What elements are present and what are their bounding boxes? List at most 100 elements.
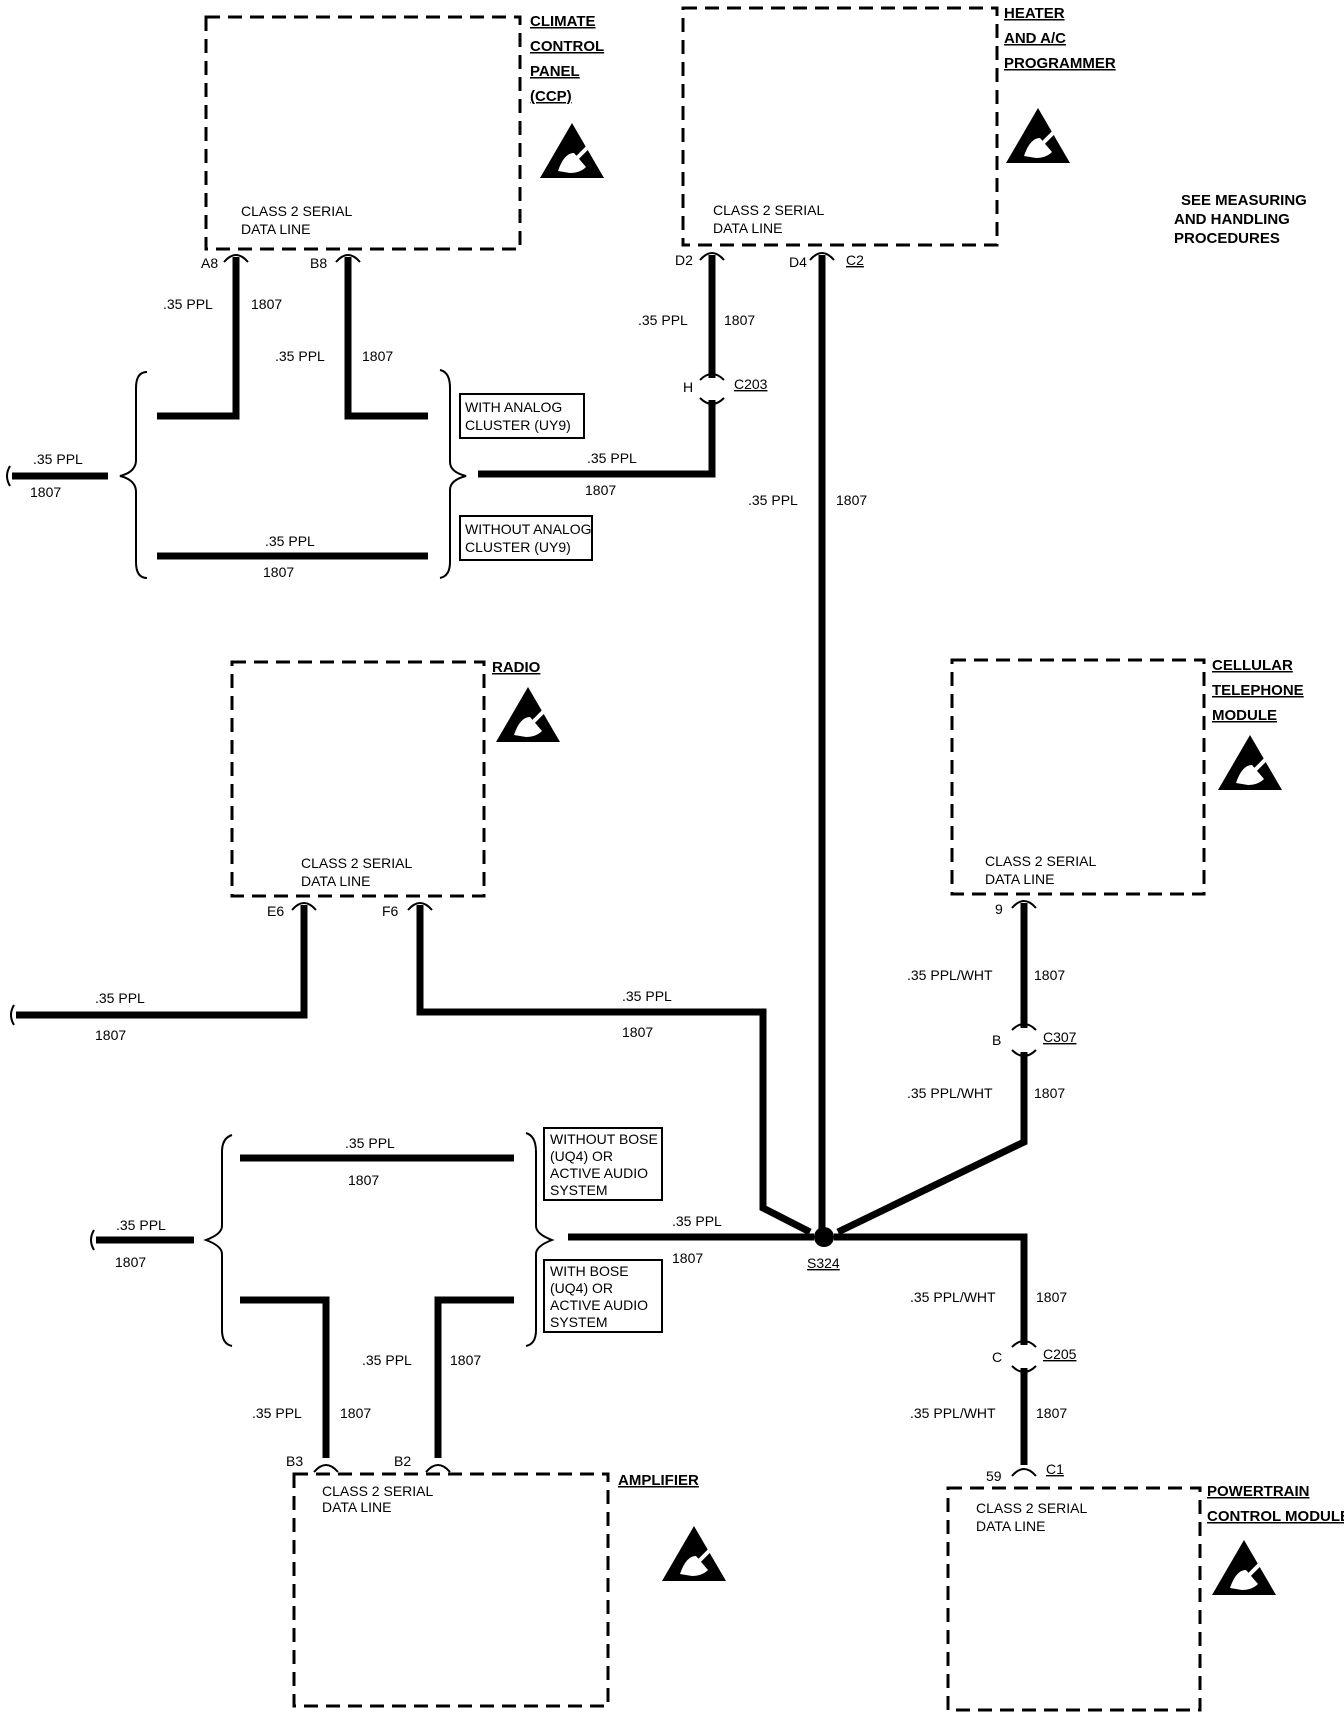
hvac-pin-d4: D4	[789, 254, 807, 270]
amp-pin-b2: B2	[394, 1453, 411, 1469]
option-text: (UQ4) OR	[550, 1148, 613, 1164]
pcm-terminal-59	[1011, 1468, 1037, 1477]
option-brace	[525, 1132, 555, 1347]
ccp-title-line-3: PANEL	[530, 63, 580, 80]
radio-terminal-e6	[291, 902, 317, 911]
wire-ccp-a8	[157, 257, 240, 420]
wire-amp-b3	[240, 1296, 330, 1458]
option-text: WITH ANALOG	[465, 399, 562, 415]
hvac-title-line-1: HEATER	[1004, 5, 1065, 22]
c307-label: C307	[1043, 1029, 1077, 1045]
wire-label: .35 PPL/WHT	[910, 1405, 996, 1421]
wire-label: .35 PPL	[622, 988, 672, 1004]
c203-terminal	[699, 397, 725, 405]
wire-hvac-d2-lower	[478, 400, 716, 478]
wire-circuit: 1807	[251, 296, 282, 312]
ccp-title-line-1: CLIMATE	[530, 13, 596, 30]
wire-circuit: 1807	[362, 348, 393, 364]
pcm-title-line-1: POWERTRAIN	[1207, 1483, 1310, 1500]
wire-circuit: 1807	[836, 492, 867, 508]
c205-terminal	[1011, 1365, 1037, 1373]
option-box-with-bose	[543, 1259, 663, 1333]
esd-warning-icon	[660, 1524, 728, 1583]
esd-warning-icon	[1004, 106, 1072, 165]
c205-label: C205	[1043, 1346, 1077, 1362]
wire-label: .35 PPL	[163, 296, 213, 312]
wire-circuit: 1807	[585, 482, 616, 498]
wire-label: .35 PPL	[116, 1217, 166, 1233]
splice-label: S324	[807, 1255, 840, 1271]
hvac-module: HEATER AND A/C PROGRAMMER CLASS 2 SERIAL…	[675, 5, 1116, 270]
wire-label: .35 PPL	[362, 1352, 412, 1368]
wire-label: .35 PPL	[345, 1135, 395, 1151]
wire-ccp-b8	[344, 257, 428, 420]
option-box-with-analog	[459, 393, 585, 439]
c203-label: C203	[734, 376, 768, 392]
wire-circuit: 1807	[672, 1250, 703, 1266]
wire-label: .35 PPL/WHT	[907, 967, 993, 983]
pcm-inner-line-1: CLASS 2 SERIAL	[976, 1500, 1087, 1516]
ccp-title-line-4: (CCP)	[530, 88, 572, 105]
wire-label: .35 PPL	[748, 492, 798, 508]
cell-pin-9: 9	[995, 901, 1003, 917]
wire-circuit: 1807	[30, 484, 61, 500]
esd-warning-icon	[1210, 1538, 1278, 1597]
wire-label: .35 PPL	[252, 1405, 302, 1421]
hvac-terminal-d4	[809, 252, 835, 261]
c203-pin: H	[683, 379, 693, 395]
wire-circuit: 1807	[95, 1027, 126, 1043]
amp-terminal-b2	[425, 1464, 451, 1473]
hvac-title-line-2: AND A/C	[1004, 30, 1066, 47]
radio-pin-e6: E6	[267, 903, 284, 919]
option-text: CLUSTER (UY9)	[465, 539, 571, 555]
wire-radio-f6-to-splice	[416, 905, 812, 1236]
ccp-inner-line-2: DATA LINE	[241, 221, 311, 237]
pcm-module: POWERTRAIN CONTROL MODULE CLASS 2 SERIAL…	[946, 1461, 1344, 1712]
wire-circuit: 1807	[348, 1172, 379, 1188]
hvac-connector-c2: C2	[846, 252, 864, 268]
esd-note-line-2: AND HANDLING	[1174, 211, 1290, 228]
option-box-without-analog	[459, 515, 593, 561]
wire-amp-b2	[434, 1296, 514, 1458]
option-text: ACTIVE AUDIO	[550, 1165, 648, 1181]
cell-title-line-2: TELEPHONE	[1212, 682, 1304, 699]
c205-pin: C	[992, 1349, 1002, 1365]
c307-terminal	[1011, 1049, 1037, 1057]
wire-circuit: 1807	[622, 1024, 653, 1040]
option-text: WITHOUT ANALOG	[465, 521, 592, 537]
ccp-title-line-2: CONTROL	[530, 38, 604, 55]
radio-title: RADIO	[492, 659, 541, 676]
amp-title: AMPLIFIER	[618, 1472, 699, 1489]
hvac-terminal-d2	[699, 252, 725, 261]
radio-pin-f6: F6	[382, 903, 399, 919]
wire-label: .35 PPL	[265, 533, 315, 549]
wire-label: .35 PPL	[33, 451, 83, 467]
c307-terminal	[1011, 1023, 1037, 1031]
option-text: ACTIVE AUDIO	[550, 1297, 648, 1313]
cell-title-line-3: MODULE	[1212, 707, 1277, 724]
wire-circuit: 1807	[263, 564, 294, 580]
hvac-inner-line-2: DATA LINE	[713, 220, 783, 236]
wire-circuit: 1807	[724, 312, 755, 328]
amp-terminal-b3	[313, 1464, 339, 1473]
c203-terminal	[699, 373, 725, 381]
option-text: WITHOUT BOSE	[550, 1131, 658, 1147]
pcm-title-line-2: CONTROL MODULE	[1207, 1508, 1344, 1525]
wire-cell-lower	[836, 1052, 1028, 1236]
pcm-inner-line-2: DATA LINE	[976, 1518, 1046, 1534]
hvac-title-line-3: PROGRAMMER	[1004, 55, 1116, 72]
wire-label: .35 PPL	[275, 348, 325, 364]
cell-terminal-9	[1011, 900, 1037, 909]
ccp-terminal-b8	[335, 254, 361, 263]
esd-note-line-3: PROCEDURES	[1174, 230, 1280, 247]
esd-warning-icon	[1216, 733, 1284, 792]
wire-end	[6, 465, 11, 487]
pcm-connector-c1: C1	[1046, 1461, 1064, 1477]
cell-inner-line-1: CLASS 2 SERIAL	[985, 853, 1096, 869]
esd-note-line-1: SEE MEASURING	[1181, 192, 1307, 209]
wire-circuit: 1807	[450, 1352, 481, 1368]
wire-label: .35 PPL	[672, 1213, 722, 1229]
radio-inner-line-2: DATA LINE	[301, 873, 371, 889]
radio-module: RADIO CLASS 2 SERIAL DATA LINE E6 F6	[230, 659, 562, 919]
